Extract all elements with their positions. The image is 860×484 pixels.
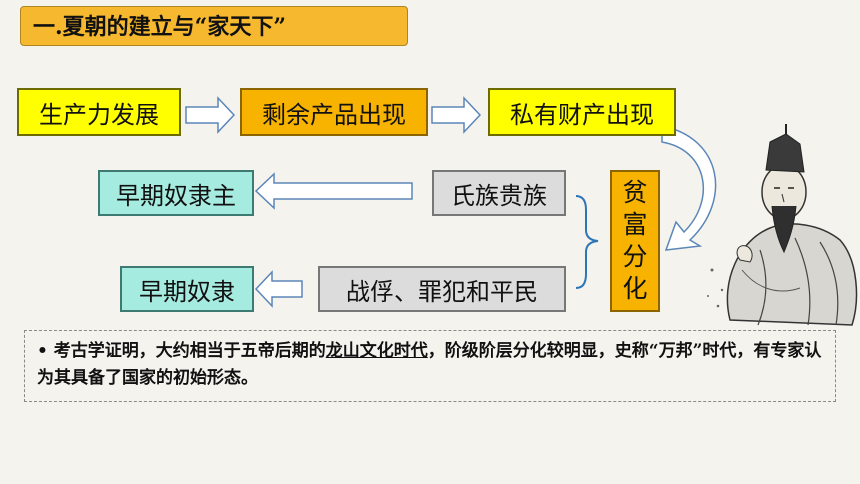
box-polarization: 贫 富 分 化 [610, 170, 660, 312]
box-nobles: 氏族贵族 [432, 170, 566, 216]
note-bullet: • [37, 341, 48, 361]
curved-arrow [661, 125, 717, 251]
section-title: 一.夏朝的建立与“家天下” [20, 6, 408, 46]
polarization-char-1: 贫 [622, 178, 648, 207]
box-productivity: 生产力发展 [17, 88, 181, 136]
box-slaves: 早期奴隶 [120, 266, 254, 312]
note-highlight: 龙山文化时代 [325, 341, 428, 361]
polarization-char-4: 化 [622, 274, 648, 303]
arrow-left-1 [254, 172, 413, 210]
note-box: • 考古学证明，大约相当于五帝后期的龙山文化时代，阶级阶层分化较明显，史称“万邦… [24, 330, 836, 402]
box-surplus: 剩余产品出现 [240, 88, 428, 136]
arrow-right-1 [185, 96, 236, 134]
note-text-part2: ，阶级阶层分化较明显，史称“万邦”时代，有专家认为其具备了国家的初始形态。 [37, 341, 822, 388]
arrow-left-2 [254, 270, 303, 308]
note-text-part1: 考古学证明，大约相当于五帝后期的 [53, 341, 326, 361]
brace [575, 195, 599, 289]
box-captives: 战俘、罪犯和平民 [318, 266, 566, 312]
arrow-right-2 [431, 96, 482, 134]
ancient-figure-portrait [707, 124, 858, 326]
polarization-char-3: 分 [622, 242, 648, 271]
box-slave-owners: 早期奴隶主 [98, 170, 254, 216]
polarization-char-2: 富 [622, 210, 648, 239]
box-private-property: 私有财产出现 [488, 88, 676, 136]
